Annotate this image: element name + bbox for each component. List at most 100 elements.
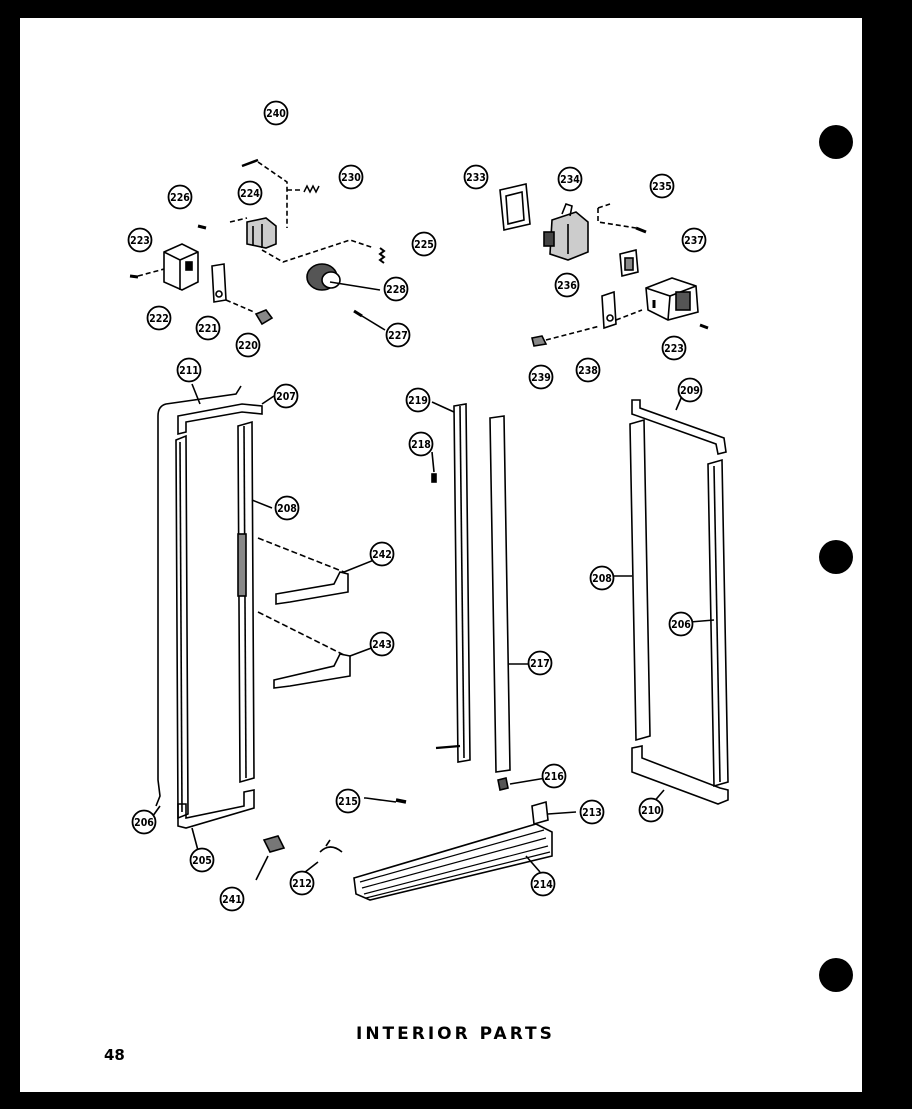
callout-228: 228 xyxy=(383,276,409,302)
right-liner-frame xyxy=(612,395,729,805)
callout-circle xyxy=(383,276,409,302)
callout-circle xyxy=(411,231,437,257)
callout-237: 237 xyxy=(681,227,707,253)
callout-239: 239 xyxy=(528,364,554,390)
callout-label: 217 xyxy=(530,658,550,670)
punch-hole xyxy=(819,540,853,574)
callout-label: 226 xyxy=(170,192,190,204)
callout-circle xyxy=(527,650,553,676)
callout-circle xyxy=(167,184,193,210)
callout-circle xyxy=(189,847,215,873)
callout-label: 223 xyxy=(664,343,684,355)
callout-label: 206 xyxy=(134,817,154,829)
page-number: 48 xyxy=(104,1046,125,1064)
callout-240: 240 xyxy=(263,100,289,126)
callout-230: 230 xyxy=(338,164,364,190)
callout-circle xyxy=(338,164,364,190)
callout-212: 212 xyxy=(289,870,315,896)
callout-208: 208 xyxy=(589,565,615,591)
callout-label: 230 xyxy=(341,172,361,184)
callout-label: 234 xyxy=(560,174,580,186)
callout-label: 206 xyxy=(671,619,691,631)
callout-label: 219 xyxy=(408,395,428,407)
callout-219: 219 xyxy=(405,387,431,413)
callout-label: 237 xyxy=(684,235,704,247)
callout-circle xyxy=(335,788,361,814)
callout-circle xyxy=(131,809,157,835)
callout-226: 226 xyxy=(167,184,193,210)
callout-circle xyxy=(369,541,395,567)
callout-216: 216 xyxy=(541,763,567,789)
callout-label: 218 xyxy=(411,439,431,451)
callout-circle xyxy=(530,871,556,897)
callout-circle xyxy=(369,631,395,657)
callout-218: 218 xyxy=(408,431,434,457)
callout-label: 220 xyxy=(238,340,258,352)
exploded-parts-diagram: 240 230 226 224 223 225 228 222 221 220 227 233 234 2… xyxy=(127,100,729,912)
callout-circle xyxy=(575,357,601,383)
callout-label: 214 xyxy=(533,879,553,891)
callout-208: 208 xyxy=(274,495,300,521)
callout-label: 225 xyxy=(414,239,434,251)
damper-control-assembly xyxy=(129,158,386,331)
callout-209: 209 xyxy=(677,377,703,403)
callout-circle xyxy=(195,315,221,341)
callout-243: 243 xyxy=(369,631,395,657)
callout-235: 235 xyxy=(649,173,675,199)
callout-circle xyxy=(681,227,707,253)
callout-label: 209 xyxy=(680,385,700,397)
callout-label: 221 xyxy=(198,323,218,335)
callout-label: 223 xyxy=(130,235,150,247)
callout-label: 205 xyxy=(192,855,212,867)
callout-circle xyxy=(463,164,489,190)
callout-label: 222 xyxy=(149,313,169,325)
callout-223: 223 xyxy=(127,227,153,253)
center-parts xyxy=(353,401,577,901)
callout-206: 206 xyxy=(131,809,157,835)
left-liner-frame xyxy=(149,383,385,881)
callout-236: 236 xyxy=(554,272,580,298)
callout-210: 210 xyxy=(638,797,664,823)
callout-circle xyxy=(127,227,153,253)
callout-circle xyxy=(554,272,580,298)
callout-circle xyxy=(638,797,664,823)
callout-circle xyxy=(385,322,411,348)
callout-217: 217 xyxy=(527,650,553,676)
callout-224: 224 xyxy=(237,180,263,206)
callout-circle xyxy=(274,495,300,521)
callout-circle xyxy=(176,357,202,383)
callout-label: 208 xyxy=(592,573,612,585)
callout-balloons: 240 230 226 224 223 225 228 222 221 220 227 233 234 2… xyxy=(127,100,707,912)
callout-225: 225 xyxy=(411,231,437,257)
callout-circle xyxy=(557,166,583,192)
callout-label: 210 xyxy=(641,805,661,817)
callout-label: 207 xyxy=(276,391,296,403)
callout-234: 234 xyxy=(557,166,583,192)
callout-circle xyxy=(541,763,567,789)
punch-hole xyxy=(819,958,853,992)
callout-circle xyxy=(649,173,675,199)
callout-label: 208 xyxy=(277,503,297,515)
callout-circle xyxy=(289,870,315,896)
callout-223: 223 xyxy=(661,335,687,361)
callout-label: 240 xyxy=(266,108,286,120)
callout-label: 233 xyxy=(466,172,486,184)
callout-label: 241 xyxy=(222,894,242,906)
callout-233: 233 xyxy=(463,164,489,190)
callout-label: 216 xyxy=(544,771,564,783)
callout-circle xyxy=(219,886,245,912)
callout-207: 207 xyxy=(273,383,299,409)
diagram-sheet: 240 230 226 224 223 225 228 222 221 220 227 233 234 2… xyxy=(20,18,862,1092)
callout-227: 227 xyxy=(385,322,411,348)
callout-241: 241 xyxy=(219,886,245,912)
callout-242: 242 xyxy=(369,541,395,567)
callout-label: 235 xyxy=(652,181,672,193)
callout-label: 242 xyxy=(372,549,392,561)
callout-label: 227 xyxy=(388,330,408,342)
callout-label: 211 xyxy=(179,365,199,377)
callout-label: 212 xyxy=(292,878,312,890)
callout-215: 215 xyxy=(335,788,361,814)
callout-205: 205 xyxy=(189,847,215,873)
callout-label: 236 xyxy=(557,280,577,292)
callout-label: 243 xyxy=(372,639,392,651)
